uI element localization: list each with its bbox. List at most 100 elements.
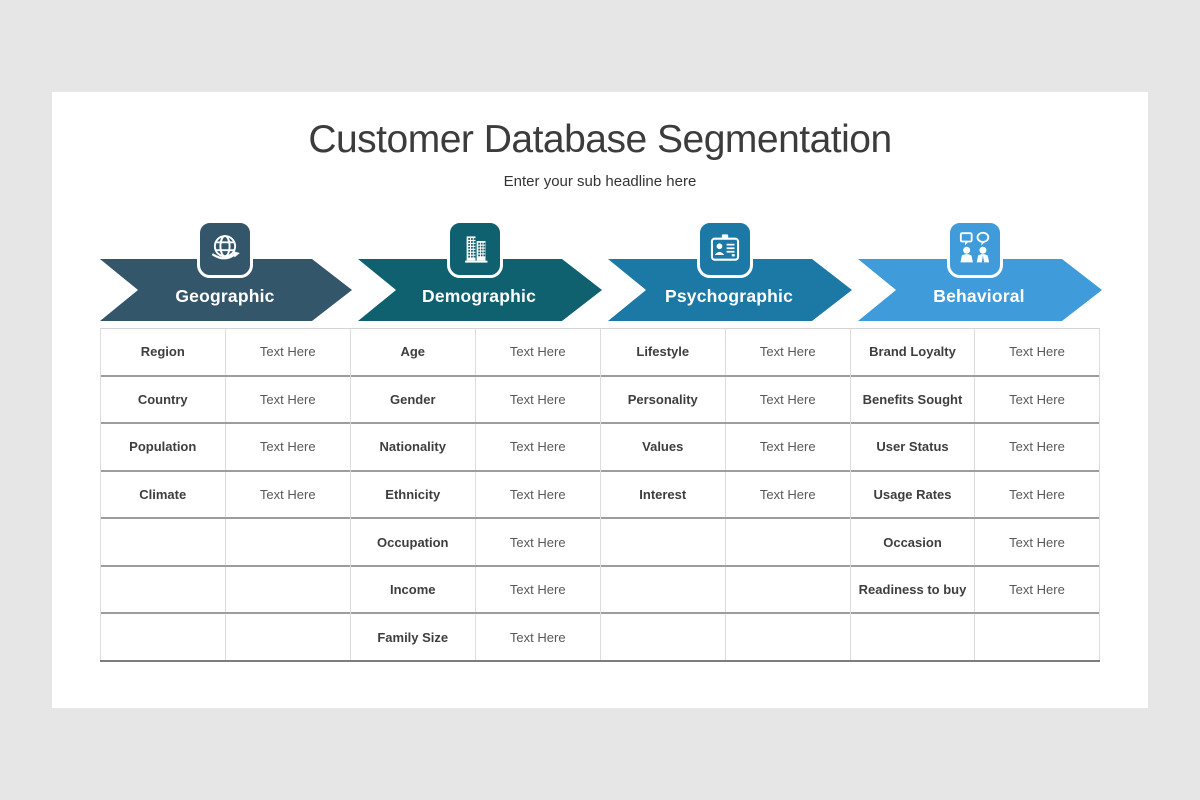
table-row: Values Text Here: [601, 424, 850, 472]
segment-row-label: [101, 566, 226, 613]
segment-row-label: Occasion: [851, 519, 975, 565]
table-row: Region Text Here: [101, 329, 350, 377]
segment-row-value: Text Here: [259, 344, 316, 360]
table-row: [601, 566, 851, 615]
table-row: Occupation Text Here: [351, 519, 600, 567]
table-row: Gender Text Here: [351, 376, 600, 425]
segment-row-label: Age: [351, 329, 476, 375]
segment-row-value: Text Here: [509, 629, 566, 645]
segment-row-label: Usage Rates: [851, 471, 975, 518]
table-row: Population Text Here: [101, 424, 350, 472]
segment-row-value: [226, 614, 351, 660]
table-row: Lifestyle Text Here: [601, 329, 850, 377]
segment-row-label: Country: [101, 376, 226, 423]
table-row: Benefits Sought Text Here: [851, 376, 1099, 425]
segment-row-label: Income: [351, 566, 476, 613]
segment-arrow-label: Behavioral: [933, 286, 1025, 306]
table-row: Country Text Here: [101, 376, 350, 425]
segment-row-value: [226, 519, 351, 565]
segment-row-value: Text Here: [1009, 487, 1065, 503]
page-title: Customer Database Segmentation: [308, 118, 892, 161]
segment-row-value: Text Here: [759, 439, 816, 455]
table-row: Ethnicity Text Here: [351, 471, 600, 520]
segment-row-value: Text Here: [759, 487, 816, 503]
segment-row-label: User Status: [851, 424, 975, 470]
table-row: Readiness to buy Text Here: [851, 566, 1099, 615]
segment-row-label: Occupation: [351, 519, 476, 565]
table-row: [101, 519, 350, 567]
segment-row-label: [851, 614, 975, 661]
segment-row-value: Text Here: [509, 344, 566, 360]
segment-row-value: Text Here: [1009, 391, 1065, 407]
segment-row-value: [226, 567, 351, 613]
people-chat-icon: [947, 220, 1003, 278]
segment-row-label: [101, 614, 226, 661]
segment-row-label: Values: [601, 424, 726, 470]
segment-arrow-psychographic: Psychographic: [608, 259, 852, 321]
table-row: Income Text Here: [351, 566, 600, 615]
segment-row-label: Climate: [101, 471, 226, 518]
segment-row-label: Gender: [351, 376, 476, 423]
segment-row-value: Text Here: [509, 534, 566, 550]
globe-icon: [197, 220, 253, 278]
segment-row-label: Personality: [601, 376, 726, 423]
buildings-icon: [447, 220, 503, 278]
segment-row-label: Population: [101, 424, 226, 470]
table-row: User Status Text Here: [851, 424, 1099, 472]
table-row: Family Size Text Here: [351, 614, 600, 661]
segment-row-value: Text Here: [509, 391, 566, 407]
table-row: Climate Text Here: [101, 471, 350, 520]
segment-row-label: [601, 566, 726, 613]
segment-row-value: Text Here: [509, 487, 566, 503]
segment-row-value: Text Here: [1009, 439, 1065, 455]
segment-row-value: Text Here: [1009, 344, 1065, 360]
table-row: [101, 614, 351, 661]
segment-row-label: Readiness to buy: [851, 566, 975, 613]
segment-row-value: Text Here: [1009, 534, 1065, 550]
table-row: [601, 614, 851, 661]
table-row: Nationality Text Here: [351, 424, 600, 472]
table-row: [101, 566, 351, 615]
segment-row-value: Text Here: [509, 582, 566, 598]
segment-row-value: [726, 519, 851, 565]
segment-row-label: Lifestyle: [601, 329, 726, 375]
segment-row-label: Interest: [601, 471, 726, 518]
segment-row-value: Text Here: [259, 487, 316, 503]
table-row: Usage Rates Text Here: [851, 471, 1099, 520]
segment-row-value: Text Here: [509, 439, 566, 455]
segment-row-value: Text Here: [759, 344, 816, 360]
segment-row-value: [726, 614, 851, 660]
segment-row-label: Region: [101, 329, 226, 375]
segment-row-label: Nationality: [351, 424, 476, 470]
page-subtitle: Enter your sub headline here: [503, 173, 697, 190]
segment-row-label: Benefits Sought: [851, 376, 975, 423]
segment-row-value: Text Here: [259, 391, 316, 407]
segment-row-label: Ethnicity: [351, 471, 476, 518]
segment-row-label: [601, 519, 726, 565]
segment-row-value: [726, 567, 851, 613]
segment-row-label: Family Size: [351, 614, 476, 661]
table-row: Age Text Here: [351, 329, 600, 377]
table-row: Interest Text Here: [601, 471, 850, 520]
table-row: [601, 519, 850, 567]
segment-row-label: [601, 614, 726, 661]
segment-row-value: [975, 614, 1099, 660]
segment-row-value: Text Here: [1009, 582, 1065, 598]
table-row: Occasion Text Here: [851, 519, 1099, 567]
id-card-icon: [697, 220, 753, 278]
segment-row-value: Text Here: [759, 391, 816, 407]
segment-arrow-label: Demographic: [421, 286, 537, 306]
table-row: [851, 614, 1099, 661]
segment-row-value: Text Here: [259, 439, 316, 455]
segment-row-label: [101, 519, 226, 565]
table-row: Personality Text Here: [601, 376, 850, 425]
segment-arrow-label: Geographic: [175, 286, 275, 306]
